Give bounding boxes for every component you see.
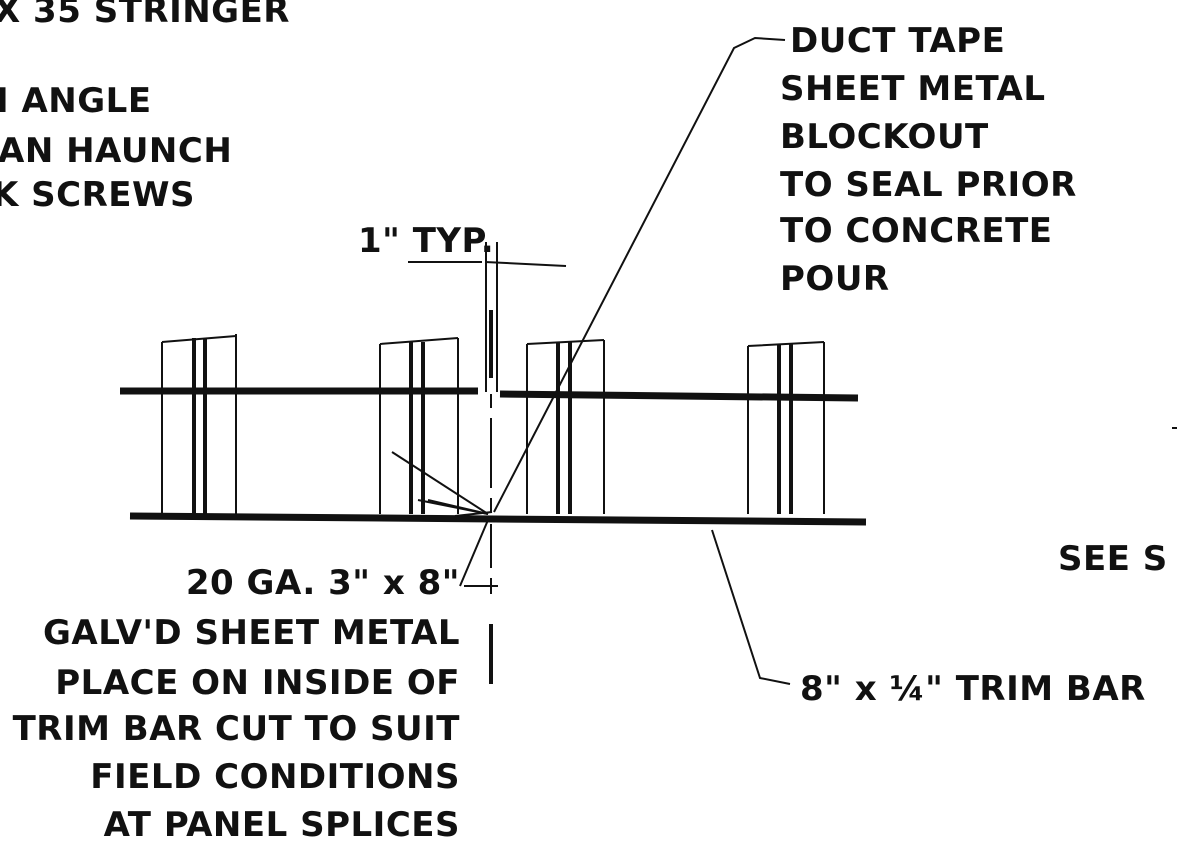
see-reference-note: SEE S	[1058, 539, 1168, 579]
stringer-4	[747, 341, 825, 514]
trim-bar-note: 8" x ¼" TRIM BAR	[800, 669, 1146, 709]
duct-tape-note-line-1: DUCT TAPE	[790, 21, 1005, 61]
splice-arrows	[391, 451, 493, 517]
sheet-metal-note-line-5: FIELD CONDITIONS	[90, 757, 460, 797]
sheet-metal-note-line-3: PLACE ON INSIDE OF	[55, 663, 460, 703]
sheet-metal-note-line-6: AT PANEL SPLICES	[104, 805, 460, 845]
duct-tape-leader	[493, 36, 786, 513]
duct-tape-note-line-3: BLOCKOUT	[780, 117, 989, 157]
trim-bar	[129, 512, 867, 526]
duct-tape-note-line-4: TO SEAL PRIOR	[780, 165, 1077, 205]
sheet-metal-note-line-1: 20 GA. 3" x 8"	[186, 563, 460, 603]
stringer-note-line-4: K SCREWS	[0, 175, 195, 215]
duct-tape-note-line-5: TO CONCRETE	[780, 211, 1053, 251]
stringer-note-line-1: X 35 STRINGER	[0, 0, 290, 31]
duct-tape-note-line-6: POUR	[780, 259, 890, 299]
typ-dimension-label: 1" TYP.	[358, 221, 494, 261]
stringer-2	[379, 337, 459, 514]
stringer-1	[161, 334, 237, 514]
stringer-3	[526, 339, 605, 514]
trim-bar-leader	[711, 529, 791, 685]
duct-tape-note-line-2: SHEET METAL	[780, 69, 1046, 109]
stringer-note: X 35 STRINGER I ANGLE AN HAUNCH K SCREWS	[0, 0, 290, 215]
sheet-metal-note-line-4: TRIM BAR CUT TO SUIT	[13, 709, 461, 749]
stringer-note-line-2: I ANGLE	[0, 81, 152, 121]
sheet-metal-leader	[459, 519, 498, 587]
duct-tape-note: DUCT TAPE SHEET METAL BLOCKOUT TO SEAL P…	[780, 21, 1077, 299]
sheet-metal-note: 20 GA. 3" x 8" GALV'D SHEET METAL PLACE …	[13, 563, 461, 845]
upper-bar	[120, 387, 859, 402]
typ-dimension	[408, 242, 567, 392]
stringer-note-line-3: AN HAUNCH	[0, 131, 232, 171]
sheet-metal-note-line-2: GALV'D SHEET METAL	[43, 613, 460, 653]
